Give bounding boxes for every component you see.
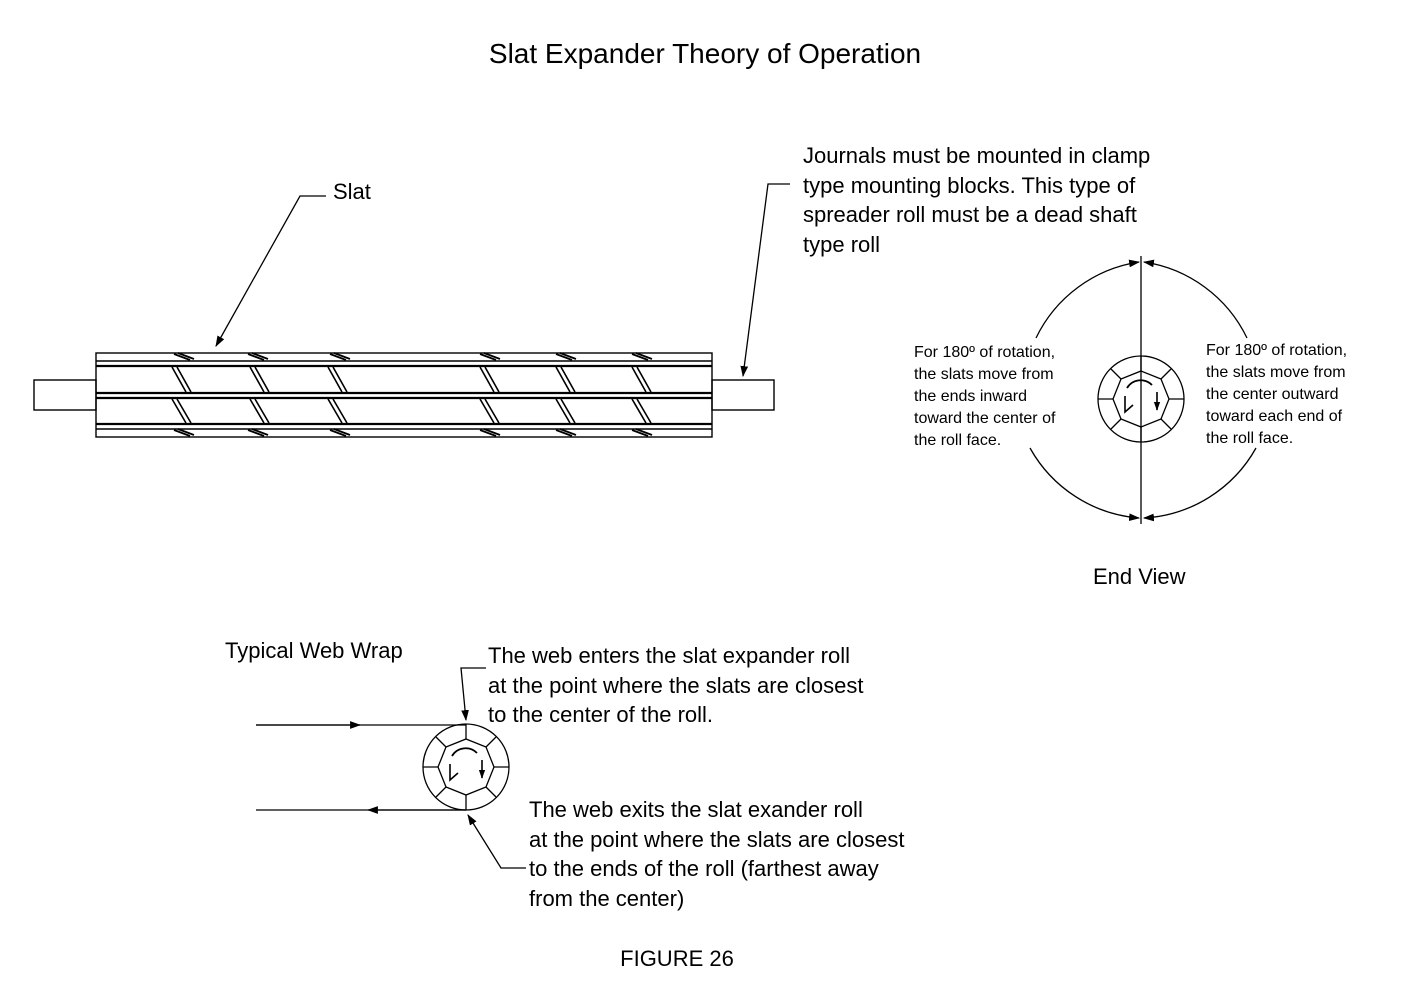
rotation-arc-right-top	[1142, 259, 1248, 339]
web-enter-note: The web enters the slat expander roll at…	[488, 641, 863, 730]
rotation-arc-left-top	[1035, 259, 1141, 339]
right-note-line: the center outward	[1206, 386, 1339, 403]
enter-note-line: to the center of the roll.	[488, 702, 714, 727]
exit-note-line: The web exits the slat exander roll	[529, 797, 863, 822]
web-enter-leader	[460, 667, 486, 722]
journals-note-line: spreader roll must be a dead shaft	[803, 202, 1137, 227]
web-wrap-label: Typical Web Wrap	[225, 638, 403, 663]
end-view-right-note: For 180º of rotation, the slats move fro…	[1206, 340, 1347, 450]
end-view-left-note: For 180º of rotation, the slats move fro…	[914, 342, 1055, 452]
slat-divisions-bottom	[173, 428, 653, 437]
exit-note-line: to the ends of the roll (farthest away	[529, 856, 879, 881]
left-note-line: toward the center of	[914, 410, 1056, 427]
exit-note-line: from the center)	[529, 885, 685, 911]
right-journal	[711, 379, 775, 411]
journal-leader	[740, 183, 790, 378]
web-exit-note: The web exits the slat exander roll at t…	[529, 795, 904, 913]
roll-body	[95, 352, 713, 438]
enter-note-line: at the point where the slats are closest	[488, 672, 864, 698]
journals-note-line: type mounting blocks. This type of	[803, 172, 1136, 198]
slat-divisions-middle	[171, 366, 652, 424]
right-note-line: For 180º of rotation,	[1206, 342, 1348, 359]
enter-note-line: The web enters the slat expander roll	[488, 643, 850, 668]
right-note-line: the roll face.	[1206, 430, 1294, 447]
left-journal	[33, 379, 97, 411]
web-wrap-view	[256, 667, 526, 869]
journals-note: Journals must be mounted in clamp type m…	[803, 141, 1150, 259]
figure-label: FIGURE 26	[620, 946, 734, 971]
right-note-line: toward each end of	[1206, 408, 1343, 425]
exit-note-line: at the point where the slats are closest	[529, 826, 905, 852]
end-view-caption: End View	[1093, 564, 1186, 589]
slat-divisions-top	[173, 352, 653, 361]
journals-note-line: type roll	[803, 231, 881, 257]
right-note-line: the slats move from	[1206, 364, 1346, 381]
left-note-line: the slats move from	[914, 366, 1054, 383]
journals-note-line: Journals must be mounted in clamp	[803, 143, 1151, 168]
left-note-line: the roll face.	[914, 432, 1002, 449]
roll-side-view	[33, 352, 775, 438]
left-note-line: For 180º of rotation,	[914, 344, 1056, 361]
rotation-arc-right-bottom	[1142, 447, 1257, 522]
page-title: Slat Expander Theory of Operation	[488, 38, 922, 69]
slat-label: Slat	[333, 179, 371, 204]
left-note-line: the ends inward	[914, 388, 1027, 405]
rotation-arc-left-bottom	[1029, 447, 1141, 522]
end-view	[1029, 256, 1257, 524]
web-exit-leader	[467, 814, 526, 869]
slat-leader	[215, 195, 326, 347]
